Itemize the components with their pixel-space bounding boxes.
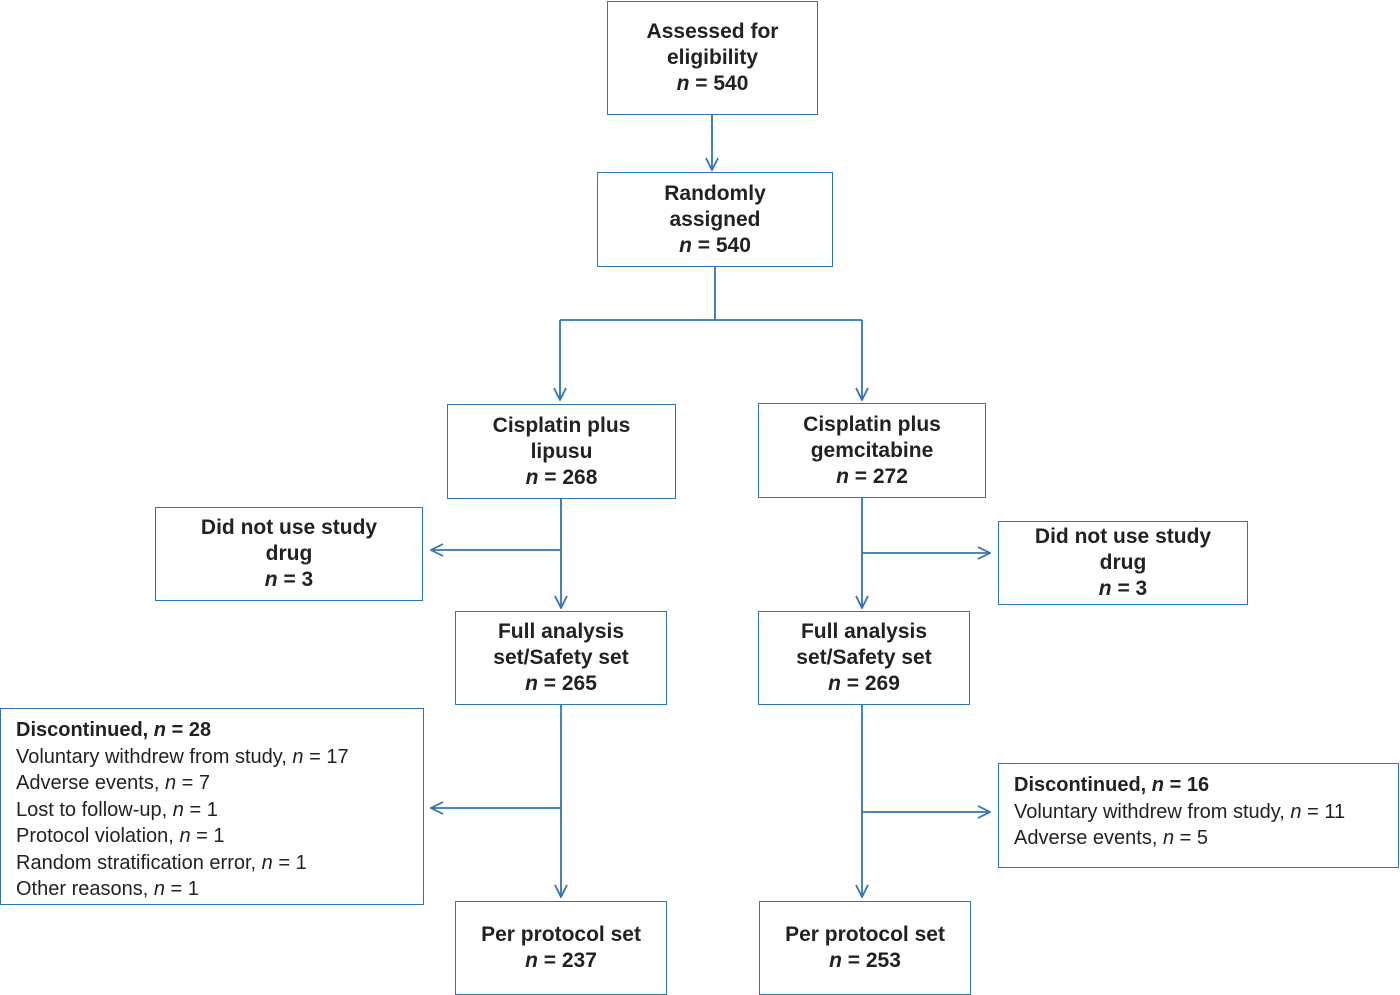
node-arm-left-line-2: lipusu [530, 439, 593, 463]
node-assessed-line-2: eligibility [666, 46, 758, 69]
discontinued-left-reason: Protocol violation, n = 1 [16, 825, 225, 847]
node-randomized-line-2: assigned [669, 207, 761, 231]
node-fas-right-count: n = 269 [828, 672, 900, 695]
discontinued-left-reason: Lost to follow-up, n = 1 [16, 798, 218, 821]
node-arm-left: Cisplatin plus lipusu n = 268 [447, 404, 676, 499]
node-assessed-count: n = 540 [676, 72, 749, 95]
node-pps-right-line-1: Per protocol set [785, 923, 945, 946]
node-pps-right: Per protocol set n = 253 [759, 901, 971, 995]
node-fas-right: Full analysis set/Safety set n = 269 [758, 611, 970, 705]
node-fas-left-count: n = 265 [525, 672, 597, 695]
node-fas-left-line-2: set/Safety set [493, 646, 629, 669]
node-arm-right-line-2: gemcitabine [810, 438, 934, 462]
discontinued-right-reason: Voluntary withdrew from study, n = 11 [1014, 800, 1346, 823]
node-assessed-line-1: Assessed for [646, 20, 779, 43]
discontinued-left-heading: Discontinued, n = 28 [16, 719, 212, 741]
node-pps-left: Per protocol set n = 237 [455, 901, 667, 995]
node-pps-right-count: n = 253 [829, 949, 901, 972]
node-fas-right-line-1: Full analysis [800, 620, 928, 643]
node-nodrug-right: Did not use study drug n = 3 [998, 521, 1248, 605]
discontinued-left-reason: Other reasons, n = 1 [16, 878, 199, 900]
discontinued-right-reason: Adverse events, n = 5 [1014, 827, 1209, 849]
discontinued-left-reason: Adverse events, n = 7 [16, 772, 211, 794]
node-nodrug-left-count: n = 3 [264, 568, 314, 591]
node-nodrug-right-count: n = 3 [1098, 577, 1148, 600]
node-pps-left-count: n = 237 [525, 949, 597, 972]
node-nodrug-right-line-1: Did not use study [1034, 525, 1212, 548]
node-fas-right-line-2: set/Safety set [796, 646, 932, 669]
node-randomized-line-1: Randomly [664, 181, 766, 205]
discontinued-right-heading: Discontinued, n = 16 [1014, 774, 1210, 796]
node-arm-left-count: n = 268 [525, 465, 598, 489]
node-nodrug-right-line-2: drug [1099, 551, 1147, 574]
node-discontinued-left: Discontinued, n = 28 Voluntary withdrew … [0, 708, 424, 905]
node-randomized: Randomly assigned n = 540 [597, 172, 833, 267]
node-arm-right-line-1: Cisplatin plus [803, 412, 941, 436]
node-arm-left-line-1: Cisplatin plus [492, 413, 631, 437]
node-randomized-count: n = 540 [679, 233, 751, 257]
node-arm-right: Cisplatin plus gemcitabine n = 272 [758, 403, 986, 498]
node-assessed: Assessed for eligibility n = 540 [607, 1, 818, 115]
node-pps-left-line-1: Per protocol set [481, 923, 641, 946]
node-fas-left-line-1: Full analysis [497, 620, 625, 643]
node-discontinued-right: Discontinued, n = 16 Voluntary withdrew … [998, 763, 1399, 868]
discontinued-left-reason: Random stratification error, n = 1 [16, 851, 307, 874]
node-arm-right-count: n = 272 [836, 464, 908, 488]
node-nodrug-left: Did not use study drug n = 3 [155, 507, 423, 601]
node-nodrug-left-line-2: drug [265, 542, 313, 565]
node-nodrug-left-line-1: Did not use study [200, 516, 378, 539]
node-fas-left: Full analysis set/Safety set n = 265 [455, 611, 667, 705]
discontinued-left-reason: Voluntary withdrew from study, n = 17 [16, 745, 349, 768]
